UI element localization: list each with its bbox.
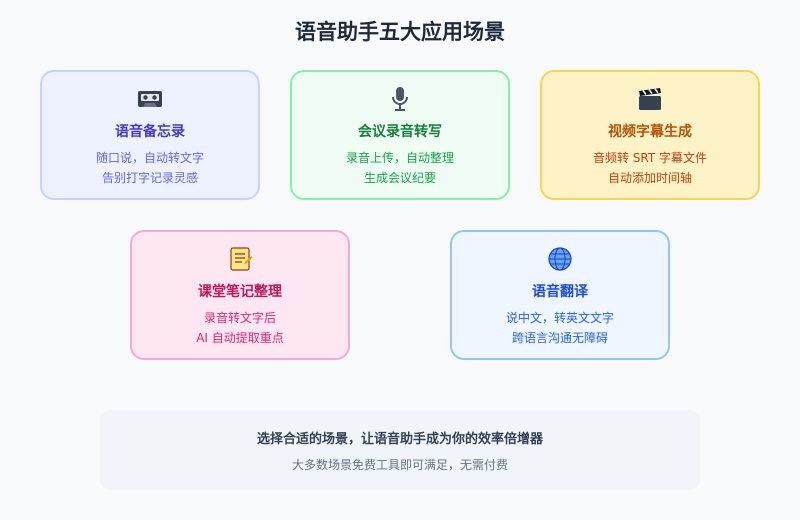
clapper-board-icon (639, 88, 661, 110)
summary-box: 选择合适的场景，让语音助手成为你的效率倍增器 大多数场景免费工具即可满足，无需付… (100, 410, 700, 490)
notepad-icon (230, 247, 253, 271)
card-title: 语音备忘录 (115, 124, 185, 140)
card-title: 语音翻译 (532, 284, 588, 300)
scenario-card-class-notes: 课堂笔记整理 录音转文字后 AI 自动提取重点 (130, 230, 350, 360)
card-title: 课堂笔记整理 (198, 284, 282, 300)
scenario-card-video-subtitles: 视频字幕生成 音频转 SRT 字幕文件 自动添加时间轴 (540, 70, 760, 200)
card-desc-line-2: 跨语言沟通无障碍 (511, 331, 608, 345)
scenario-card-meeting-transcription: 会议录音转写 录音上传，自动整理 生成会议纪要 (290, 70, 510, 200)
scenario-card-voice-memo: 语音备忘录 随口说，自动转文字 告别打字记录灵感 (40, 70, 260, 200)
card-title: 视频字幕生成 (608, 124, 692, 140)
card-title: 会议录音转写 (358, 124, 442, 140)
card-desc-line-2: 告别打字记录灵感 (101, 171, 198, 185)
card-desc-line-1: 录音上传，自动整理 (345, 151, 454, 165)
globe-icon (548, 247, 572, 271)
scenario-card-voice-translation: 语音翻译 说中文，转英文文字 跨语言沟通无障碍 (450, 230, 670, 360)
card-desc-line-2: 自动添加时间轴 (607, 171, 692, 185)
card-desc-line-1: 随口说，自动转文字 (95, 151, 204, 165)
summary-headline: 选择合适的场景，让语音助手成为你的效率倍增器 (256, 432, 543, 447)
microphone-icon (392, 87, 408, 111)
page-title: 语音助手五大应用场景 (295, 20, 505, 44)
tape-cassette-icon (138, 91, 162, 107)
card-desc-line-1: 说中文，转英文文字 (505, 311, 614, 325)
summary-note: 大多数场景免费工具即可满足，无需付费 (291, 458, 508, 472)
card-desc-line-2: AI 自动提取重点 (196, 331, 284, 345)
card-desc-line-1: 录音转文字后 (203, 311, 276, 325)
card-desc-line-2: 生成会议纪要 (363, 171, 436, 185)
card-desc-line-1: 音频转 SRT 字幕文件 (592, 151, 708, 165)
